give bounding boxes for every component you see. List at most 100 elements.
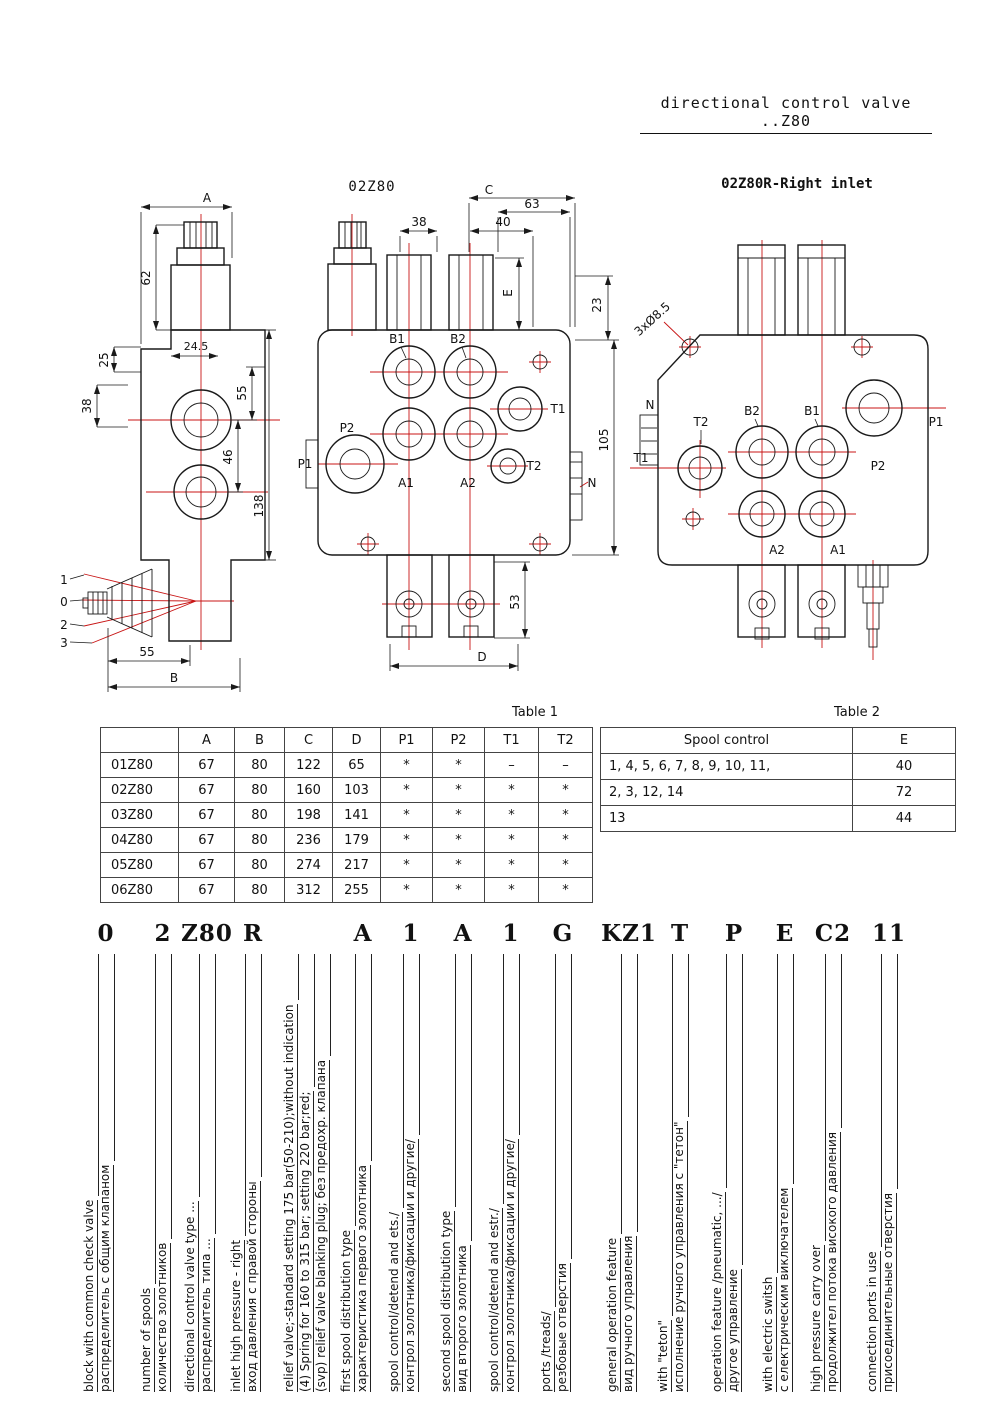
dim-label: 3xØ8.5 <box>632 299 674 338</box>
table-cell: * <box>538 877 593 903</box>
ordering-code-label: first spool distribution type <box>339 1230 355 1392</box>
column-header: B <box>234 727 285 753</box>
table-cell: 80 <box>234 852 285 878</box>
lever-position-label: 2 <box>60 618 68 632</box>
lever-position-label: 0 <box>60 595 68 609</box>
ordering-code-label: directional control valve type ... <box>183 1201 199 1392</box>
column-header: T2 <box>538 727 593 753</box>
table-cell: 179 <box>332 827 381 853</box>
table-cell: 122 <box>284 752 333 778</box>
table-cell: * <box>484 827 539 853</box>
dim-label: A <box>203 191 212 205</box>
leader-line <box>688 954 689 1117</box>
leader-line <box>519 954 520 1135</box>
ordering-code-value: 0 <box>97 920 115 947</box>
table-cell: * <box>380 877 433 903</box>
leader-line <box>114 954 115 1161</box>
leader-line <box>261 954 262 1177</box>
ordering-code-value: 1 <box>402 920 420 947</box>
ordering-code-value: A <box>453 920 473 947</box>
table-cell: * <box>432 877 485 903</box>
dim-label: 23 <box>590 297 604 312</box>
leader-line <box>555 954 556 1307</box>
ordering-code-value: C2 <box>814 920 852 947</box>
row-label: 13 <box>600 805 853 832</box>
port-label: T1 <box>633 451 649 465</box>
leader-line <box>215 954 216 1234</box>
ordering-code-label: block with common check valve <box>82 1199 98 1392</box>
leader-line <box>171 954 172 1239</box>
port-label: P2 <box>340 421 355 435</box>
port-label: T1 <box>550 402 566 416</box>
ordering-code-label: исполнение ручного управления с "тетон" <box>672 1121 688 1392</box>
leader-line <box>314 954 315 1087</box>
row-label: 2, 3, 12, 14 <box>600 779 853 806</box>
table-cell: 198 <box>284 802 333 828</box>
table-cell: 141 <box>332 802 381 828</box>
column-header: D <box>332 727 381 753</box>
column-header: C <box>284 727 333 753</box>
ordering-code-label: характеристика первого золотника <box>355 1165 371 1392</box>
ordering-code-value: A <box>353 920 373 947</box>
dim-label: E <box>501 289 515 297</box>
leader-line <box>155 954 156 1284</box>
port-label: B1 <box>804 404 820 418</box>
port-label: B2 <box>744 404 760 418</box>
row-label: 03Z80 <box>100 802 179 828</box>
ordering-code-value: G <box>552 920 574 947</box>
leader-line <box>419 954 420 1135</box>
top-view-02z80: 02Z80 <box>298 179 619 671</box>
ordering-code-label: распределитель с общим клапаном <box>98 1164 114 1392</box>
table-cell: 80 <box>234 752 285 778</box>
ordering-code-value: Z80 <box>181 920 233 947</box>
table-cell: 80 <box>234 802 285 828</box>
dim-label: 38 <box>411 215 426 229</box>
dim-label: 55 <box>235 385 249 400</box>
ordering-code-label: high pressure carry over <box>809 1245 825 1392</box>
row-label: 06Z80 <box>100 877 179 903</box>
column-header: T1 <box>484 727 539 753</box>
table1-caption: Table 1 <box>511 705 558 720</box>
dim-label: 38 <box>80 398 94 413</box>
table-cell: * <box>432 777 485 803</box>
table-cell: – <box>484 752 539 778</box>
leader-line <box>298 954 299 1000</box>
leader-line <box>471 954 472 1241</box>
table-cell: 67 <box>178 827 235 853</box>
table-cell: * <box>432 802 485 828</box>
ordering-code-label: spool control/detend and ets./ <box>387 1211 403 1392</box>
ordering-code-label: with "teton" <box>656 1319 672 1392</box>
ordering-code-label: relief valve;-standard setting 175 bar(5… <box>282 1004 298 1392</box>
table-cell: 67 <box>178 877 235 903</box>
port-label: N <box>588 476 597 490</box>
leader-line <box>825 954 826 1241</box>
table-cell: 217 <box>332 852 381 878</box>
leader-line <box>672 954 673 1316</box>
ordering-code-label: распределитель типа ... <box>199 1238 215 1392</box>
table-cell: * <box>380 752 433 778</box>
row-label: 01Z80 <box>100 752 179 778</box>
table-cell: 236 <box>284 827 333 853</box>
table-cell: 80 <box>234 827 285 853</box>
dim-label: B <box>170 671 178 685</box>
ordering-code-value: R <box>242 920 264 947</box>
table-cell: 67 <box>178 802 235 828</box>
lever-position-label: 1 <box>60 573 68 587</box>
table-cell: 80 <box>234 777 285 803</box>
ordering-code-value: 2 <box>154 920 172 947</box>
ordering-code-label: general operation feature <box>605 1237 621 1392</box>
leader-line <box>793 954 794 1184</box>
ordering-code-label: с електрическим виключателем <box>777 1187 793 1392</box>
table-cell: – <box>538 752 593 778</box>
table-cell: 160 <box>284 777 333 803</box>
port-label: A2 <box>769 543 785 557</box>
port-label: B1 <box>389 332 405 346</box>
dim-label: C <box>485 183 493 197</box>
leader-line <box>621 954 622 1234</box>
dim-label: 40 <box>495 215 510 229</box>
table-cell: * <box>380 852 433 878</box>
lever-position-label: 3 <box>60 636 68 650</box>
